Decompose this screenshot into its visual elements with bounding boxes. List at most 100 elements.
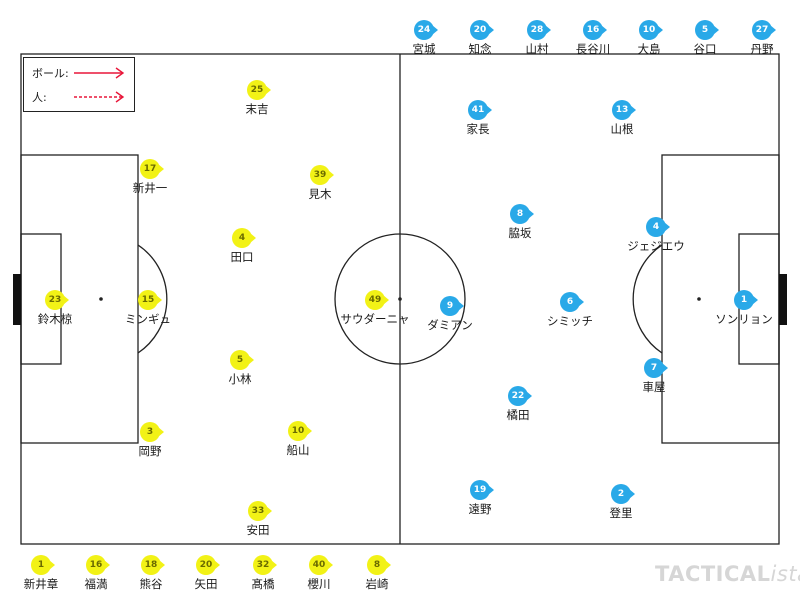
player-marker-icon xyxy=(232,228,256,248)
player-disc: 8 xyxy=(367,554,391,576)
brand-logo: TACTICALista xyxy=(655,562,800,586)
player-number: 25 xyxy=(250,85,264,95)
brand-main: TACTICAL xyxy=(655,562,771,586)
away-player: 9 ダミアン xyxy=(410,295,490,332)
legend: ボール: 人: xyxy=(23,57,135,112)
player-marker-icon xyxy=(31,555,55,575)
player-number: 28 xyxy=(530,25,544,35)
player-name: 小林 xyxy=(228,372,252,386)
player-number: 9 xyxy=(446,301,454,311)
player-name: ダミアン xyxy=(427,318,473,332)
player-name: 安田 xyxy=(246,523,270,537)
player-number: 4 xyxy=(238,233,246,243)
player-disc: 2 xyxy=(611,483,635,505)
player-number: 6 xyxy=(566,297,574,307)
player-marker-icon xyxy=(253,555,277,575)
player-number: 20 xyxy=(473,25,487,35)
brand-sub: ista xyxy=(770,562,800,586)
player-disc: 41 xyxy=(468,99,492,121)
player-disc: 33 xyxy=(248,500,272,522)
player-number: 40 xyxy=(312,560,326,570)
player-number: 17 xyxy=(143,164,157,174)
player-name: 見木 xyxy=(308,187,332,201)
player-disc: 3 xyxy=(140,421,164,443)
player-name: 長谷川 xyxy=(575,42,611,56)
player-marker-icon xyxy=(644,358,668,378)
player-disc: 28 xyxy=(527,19,551,41)
player-number: 5 xyxy=(236,355,244,365)
player-number: 18 xyxy=(144,560,158,570)
player-marker-icon xyxy=(752,20,776,40)
player-name: 鈴木椋 xyxy=(37,312,73,326)
player-disc: 10 xyxy=(639,19,663,41)
player-marker-icon xyxy=(140,422,164,442)
player-name: 脇坂 xyxy=(508,226,532,240)
player-name: 髙橋 xyxy=(251,577,275,591)
player-marker-icon xyxy=(230,350,254,370)
player-name: サウダーニャ xyxy=(340,312,410,326)
player-name: 知念 xyxy=(468,42,492,56)
right-penalty-arc xyxy=(632,244,663,354)
player-marker-icon xyxy=(468,100,492,120)
player-disc: 32 xyxy=(253,554,277,576)
player-disc: 49 xyxy=(365,289,389,311)
player-disc: 16 xyxy=(86,554,110,576)
player-number: 2 xyxy=(617,489,625,499)
away-player: 20 知念 xyxy=(440,19,520,56)
player-name: 船山 xyxy=(286,443,310,457)
player-name: ソンリョン xyxy=(715,312,773,326)
legend-ball-label: ボール: xyxy=(32,67,69,80)
player-marker-icon xyxy=(527,20,551,40)
player-name: 遠野 xyxy=(468,502,492,516)
player-marker-icon xyxy=(365,290,389,310)
player-marker-icon xyxy=(639,20,663,40)
player-number: 33 xyxy=(251,506,265,516)
player-disc: 20 xyxy=(196,554,220,576)
legend-person-label: 人: xyxy=(32,91,47,104)
right-goal xyxy=(779,274,787,325)
player-disc: 1 xyxy=(31,554,55,576)
player-number: 5 xyxy=(701,25,709,35)
player-number: 16 xyxy=(586,25,600,35)
legend-ball-row: ボール: xyxy=(32,66,69,80)
player-name: 丹野 xyxy=(750,42,774,56)
player-disc: 15 xyxy=(138,289,162,311)
legend-person-row: 人: xyxy=(32,90,47,104)
player-number: 23 xyxy=(48,295,62,305)
player-marker-icon xyxy=(248,501,272,521)
player-number: 15 xyxy=(141,295,155,305)
player-disc: 5 xyxy=(230,349,254,371)
player-number: 27 xyxy=(755,25,769,35)
player-disc: 18 xyxy=(141,554,165,576)
player-number: 13 xyxy=(615,105,629,115)
player-number: 10 xyxy=(291,426,305,436)
player-number: 22 xyxy=(511,391,525,401)
player-marker-icon xyxy=(695,20,719,40)
player-disc: 27 xyxy=(752,19,776,41)
player-disc: 24 xyxy=(414,19,438,41)
player-marker-icon xyxy=(367,555,391,575)
player-marker-icon xyxy=(470,20,494,40)
away-player: 27 丹野 xyxy=(722,19,800,56)
player-name: 岩崎 xyxy=(365,577,389,591)
player-marker-icon xyxy=(140,159,164,179)
home-player: 33 安田 xyxy=(218,500,298,537)
player-marker-icon xyxy=(288,421,312,441)
left-penalty-spot xyxy=(99,297,103,301)
player-disc: 8 xyxy=(510,203,534,225)
player-number: 24 xyxy=(417,25,431,35)
player-disc: 22 xyxy=(508,385,532,407)
player-disc: 7 xyxy=(644,357,668,379)
